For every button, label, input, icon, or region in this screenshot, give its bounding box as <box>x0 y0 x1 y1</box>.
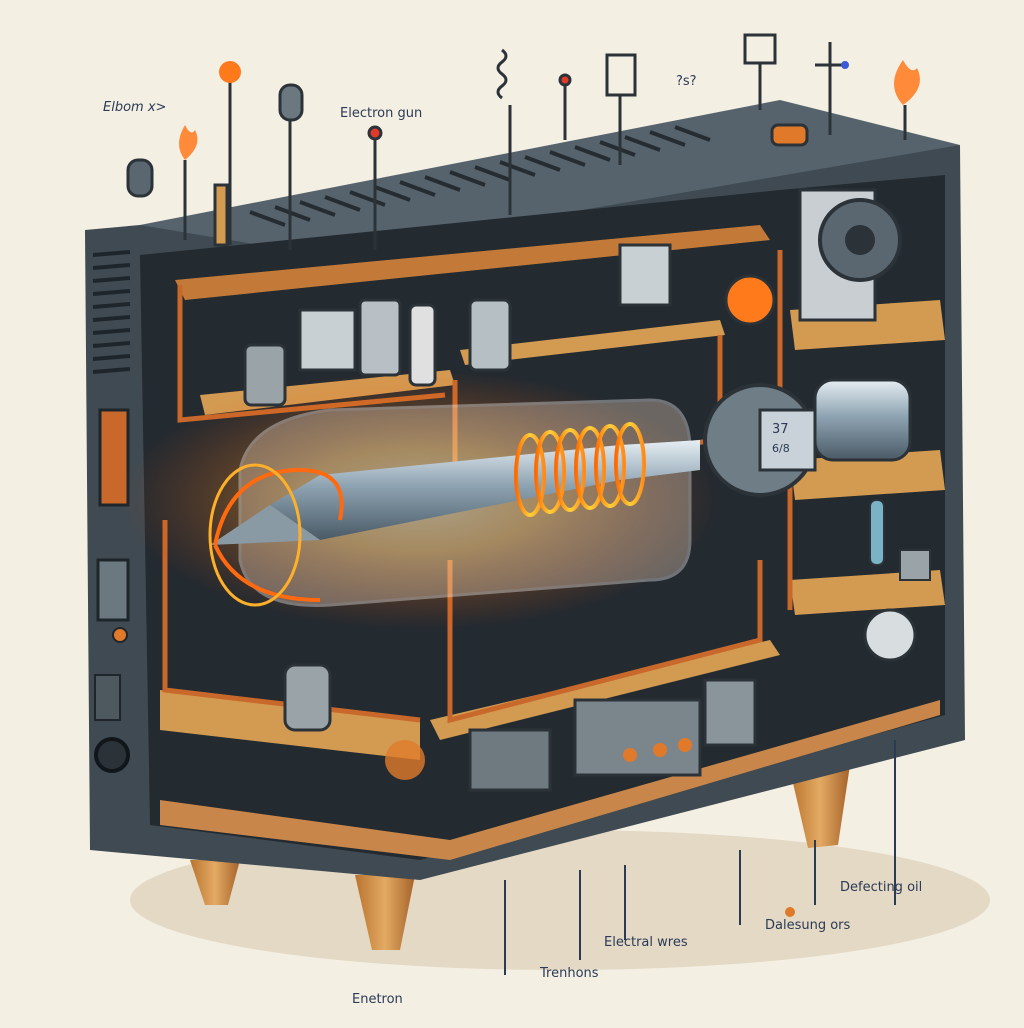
label-electron: Enetron <box>352 992 403 1007</box>
label-top-left: Elbom x> <box>103 100 167 115</box>
label-electron-gun: Electron gun <box>340 106 423 121</box>
glowing-coil-icon <box>724 274 776 326</box>
label-deflecting-coil: Defecting oil <box>840 880 923 895</box>
shelf-right-2 <box>790 450 945 500</box>
relay-block <box>298 308 357 372</box>
label-deflecting-ors: Dalesung ors <box>765 918 851 933</box>
knob-icon-2 <box>653 743 667 757</box>
speaker-cone-icon <box>863 608 917 662</box>
callout-dot <box>785 907 795 917</box>
electron-gun-barrel <box>270 440 700 540</box>
label-trenons: Trenhons <box>540 966 599 981</box>
electron-gun-tip <box>210 505 320 545</box>
capacitor-2 <box>358 298 402 377</box>
side-switch <box>96 558 130 622</box>
base-board <box>160 700 940 860</box>
knob-icon-1 <box>623 748 637 762</box>
tube-neck-label-plate <box>758 408 817 472</box>
tube-marking-line1: 37 <box>772 422 789 437</box>
side-port <box>94 674 121 721</box>
orange-disc <box>385 740 425 780</box>
component-shelf-mid <box>460 320 725 365</box>
leg-back-right <box>790 765 850 848</box>
speaker-icon <box>94 737 130 773</box>
relay-block-2 <box>618 243 672 307</box>
top-vents <box>249 125 711 227</box>
block-right <box>899 549 931 581</box>
transformer-bottom-3 <box>703 678 757 747</box>
cathode-glow-loops <box>208 463 344 607</box>
fan-hub <box>845 225 875 255</box>
deflecting-coil-windings <box>514 422 646 517</box>
motor-cylinder <box>813 378 912 462</box>
capacitor-4 <box>468 298 512 372</box>
capacitor-bottom <box>283 663 332 732</box>
leg-front-left <box>190 860 240 905</box>
tube-marking-line2: 6/8 <box>772 442 790 455</box>
side-knob-icon <box>112 627 128 643</box>
leg-front-right <box>355 875 415 950</box>
transformer-bottom-1 <box>468 728 552 792</box>
flame-icon-left <box>179 125 198 160</box>
side-vents <box>92 250 131 374</box>
label-question-marks: ?s? <box>676 74 697 89</box>
shelf-right-3 <box>790 570 945 615</box>
cabinet-top <box>140 100 960 255</box>
top-callout-parts <box>126 33 907 250</box>
flame-icon-right <box>894 60 920 105</box>
capacitor-right <box>869 499 885 566</box>
knob-icon-3 <box>678 738 692 752</box>
label-electrical-wires: Electral wres <box>604 935 688 950</box>
capacitor-3 <box>408 303 437 387</box>
capacitor-1 <box>243 343 287 407</box>
bottom-shelf-mid <box>430 640 780 740</box>
transformer-bottom-2 <box>573 698 702 777</box>
bottom-pointer-lines <box>504 740 896 975</box>
